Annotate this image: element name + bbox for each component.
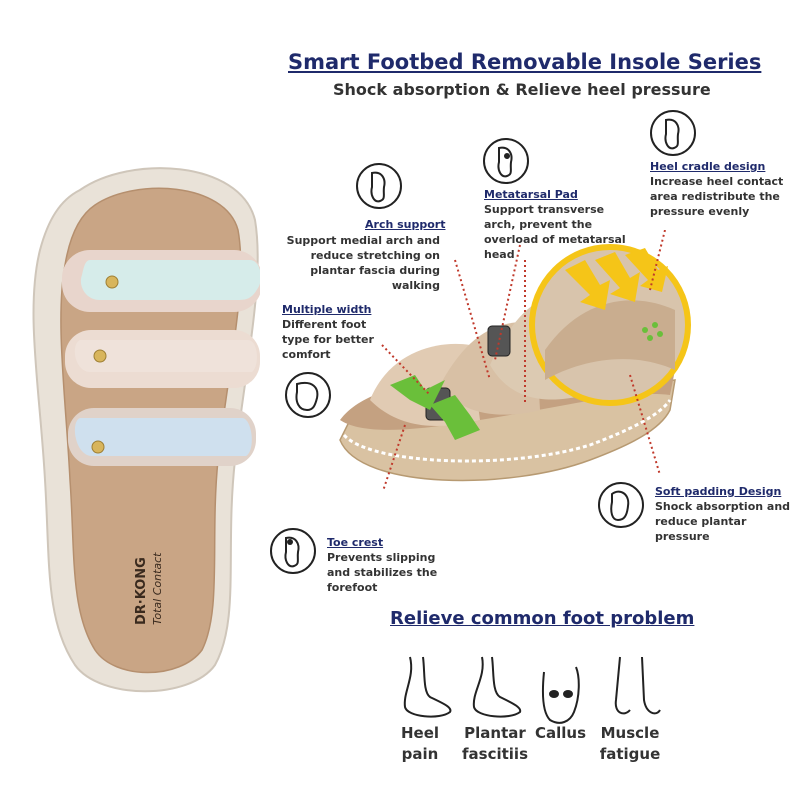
brand-tagline: Total Contact	[151, 552, 164, 625]
pressure-arrows	[565, 248, 668, 310]
arch-support-title: Arch support	[365, 218, 446, 231]
arch-support-desc: Support medial arch and reduce stretchin…	[286, 234, 440, 292]
problems-title: Relieve common foot problem	[390, 608, 695, 629]
metatarsal-title: Metatarsal Pad	[484, 188, 578, 201]
metatarsal-desc: Support transverse arch, prevent the ove…	[484, 203, 626, 261]
page-title: Smart Footbed Removable Insole Series	[288, 50, 762, 74]
insole-padding-icon	[598, 482, 644, 528]
plantar-fasciitis-icon	[462, 652, 524, 722]
soft-padding-desc: Shock absorption and reduce plantar pres…	[655, 500, 791, 543]
heel-cradle-title: Heel cradle design	[650, 160, 766, 173]
strap-group	[62, 250, 260, 466]
arch-foot-icon	[356, 163, 402, 209]
sandal-side-view	[339, 230, 691, 490]
callus-icon	[536, 652, 584, 724]
sandal-top-view: DR·KONG Total Contact	[32, 167, 260, 693]
heel-cradle-desc: Increase heel contact area redistribute …	[650, 175, 784, 218]
callus-label: Callus	[535, 724, 587, 742]
wide-foot-icon	[285, 372, 331, 418]
toe-crest-desc: Prevents slipping and stabilizes the for…	[327, 551, 438, 594]
page-subtitle: Shock absorption & Relieve heel pressure	[333, 80, 711, 99]
green-arrows	[390, 375, 480, 440]
metatarsal-foot-icon	[483, 138, 529, 184]
muscle-fatigue-icon	[600, 655, 662, 725]
plantar-fasciitis-label: Plantar fascitiis	[462, 724, 528, 763]
multiple-width-desc: Different foot type for better comfort	[282, 318, 374, 361]
toe-crest-title: Toe crest	[327, 536, 384, 549]
multiple-width-title: Multiple width	[282, 303, 372, 316]
muscle-fatigue-label: Muscle fatigue	[599, 724, 661, 763]
soft-padding-title: Soft padding Design	[655, 485, 782, 498]
brand-logo: DR·KONG	[134, 557, 149, 625]
heel-cradle-icon	[650, 110, 696, 156]
toe-crest-icon	[270, 528, 316, 574]
heel-pain-label: Heel pain	[400, 724, 440, 763]
heel-pain-icon	[395, 652, 455, 722]
